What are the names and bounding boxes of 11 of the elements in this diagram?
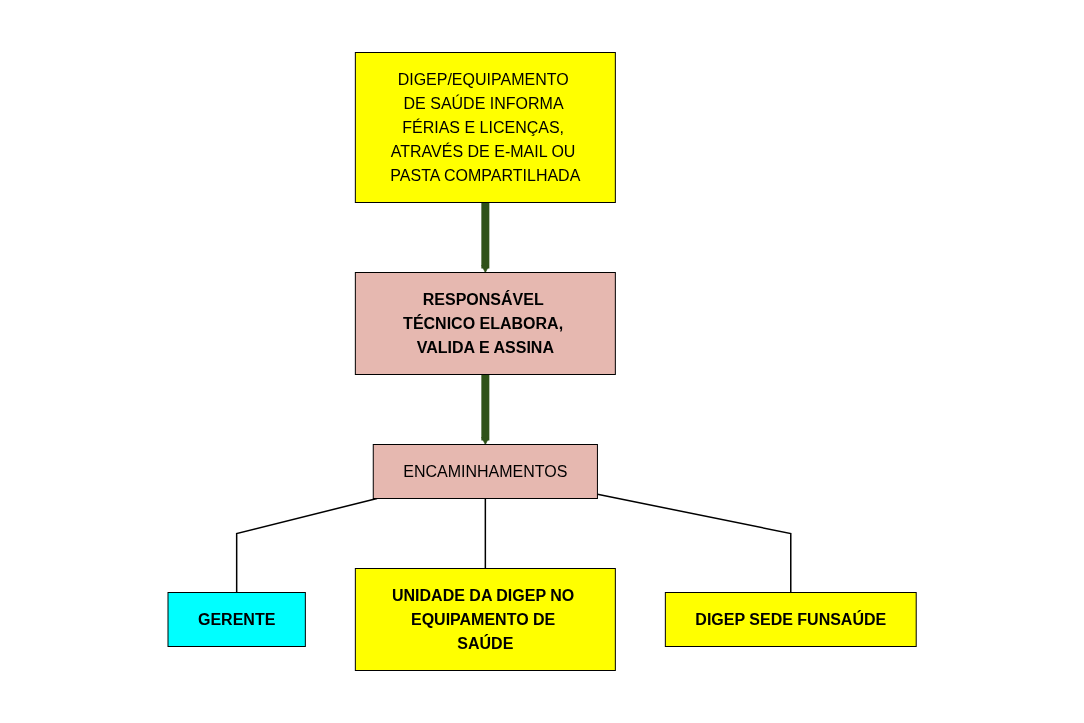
node-box: GERENTE — [167, 592, 306, 647]
connector — [235, 497, 378, 594]
arrow — [480, 374, 490, 445]
node-box: UNIDADE DA DIGEP NO EQUIPAMENTO DE SAÚDE — [354, 568, 616, 671]
connector — [596, 493, 792, 594]
node-box: DIGEP/EQUIPAMENTO DE SAÚDE INFORMA FÉRIAS E LICENÇAS, ATRAVÉS DE E-MAIL OU PASTA COMPARTILHADA — [354, 52, 616, 203]
node-box: ENCAMINHAMENTOS — [372, 444, 598, 499]
node-box: DIGEP SEDE FUNSAÚDE — [664, 592, 917, 647]
arrow — [480, 202, 490, 273]
node-box: RESPONSÁVEL TÉCNICO ELABORA, VALIDA E ASSINA — [354, 272, 616, 375]
connector — [484, 497, 486, 570]
